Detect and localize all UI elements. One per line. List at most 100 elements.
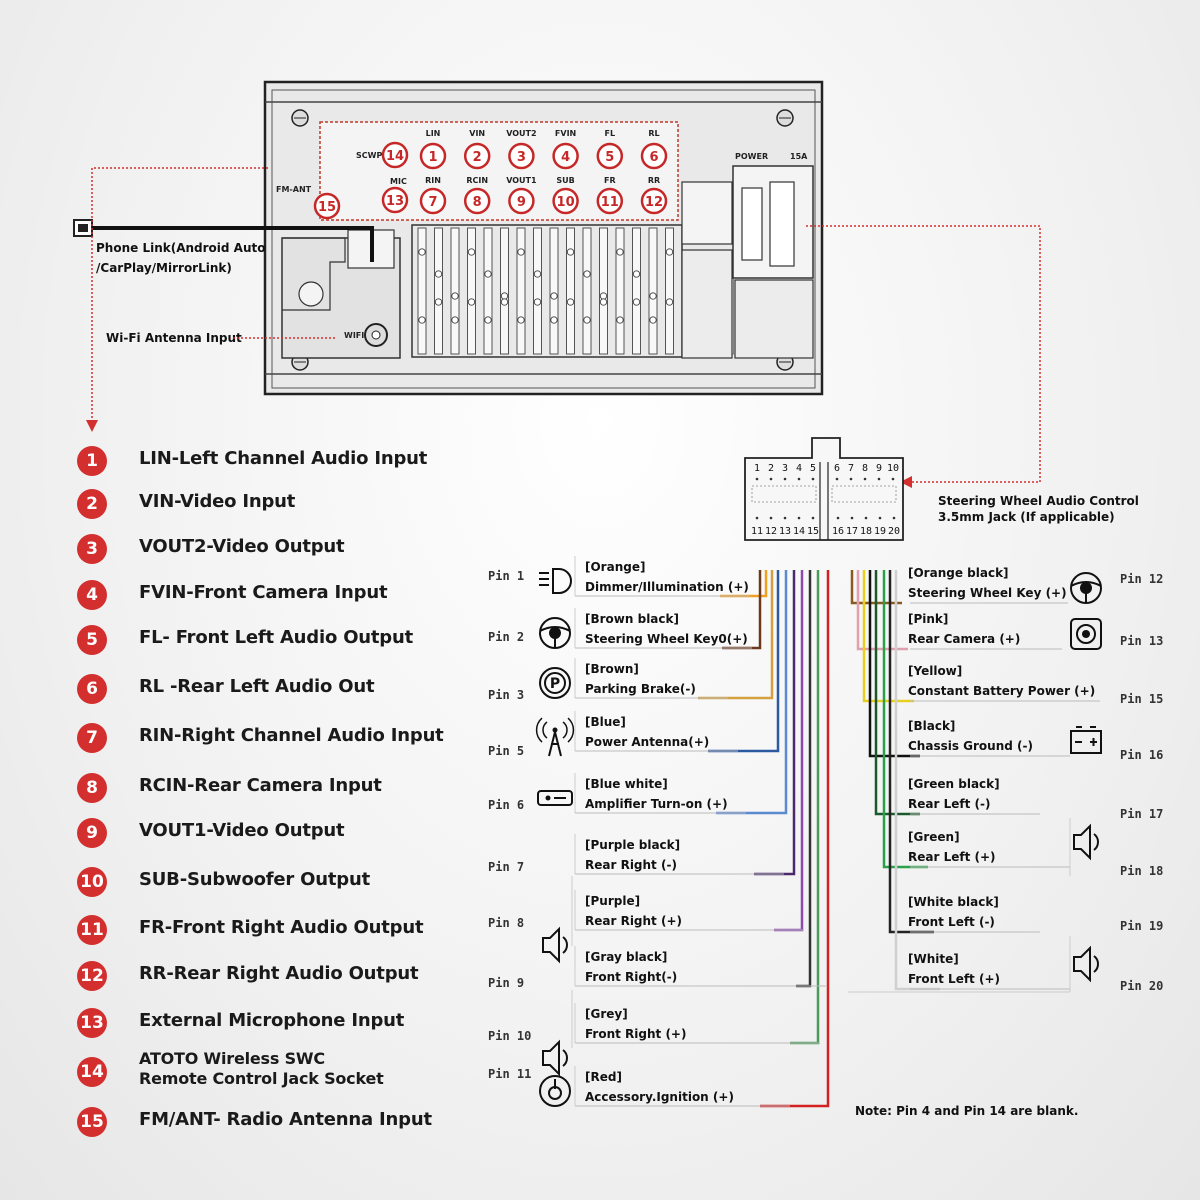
wire-color-name: [Blue white] bbox=[585, 777, 668, 791]
connector-pin-number: 12 bbox=[765, 526, 777, 537]
wire-function: Parking Brake(-) bbox=[585, 682, 696, 696]
port-number: 3 bbox=[517, 150, 526, 165]
port-number: 11 bbox=[601, 195, 619, 210]
legend-number-badge: 13 bbox=[77, 1008, 107, 1038]
wire-function: Rear Right (+) bbox=[585, 914, 682, 928]
port-number: 8 bbox=[473, 195, 482, 210]
pin-number: Pin 12 bbox=[1120, 572, 1163, 586]
port-number: 9 bbox=[517, 195, 526, 210]
camera-icon bbox=[1070, 618, 1102, 650]
wifi-port-label: WIFI bbox=[344, 331, 364, 340]
wire-color-name: [Green] bbox=[908, 830, 960, 844]
connector-pin-number: 9 bbox=[876, 463, 882, 474]
pin-number: Pin 6 bbox=[488, 798, 524, 812]
wire-color-name: [Pink] bbox=[908, 612, 948, 626]
legend-number-badge: 7 bbox=[77, 723, 107, 753]
pin-number: Pin 9 bbox=[488, 976, 524, 990]
connector-pin-number: 15 bbox=[807, 526, 819, 537]
legend-item-text: FM/ANT- Radio Antenna Input bbox=[139, 1109, 432, 1130]
legend-item-text: LIN-Left Channel Audio Input bbox=[139, 448, 428, 469]
port-number: 13 bbox=[386, 194, 404, 209]
wire-function: Constant Battery Power (+) bbox=[908, 684, 1095, 698]
wire-color-name: [Orange black] bbox=[908, 566, 1009, 580]
connector-pin-number: 1 bbox=[754, 463, 760, 474]
wire-color-name: [Black] bbox=[908, 719, 955, 733]
connector-pin-number: 14 bbox=[793, 526, 805, 537]
legend-guide-line bbox=[91, 167, 268, 420]
port-9: 9 bbox=[508, 187, 535, 215]
fm-port-label: FM-ANT bbox=[276, 185, 312, 194]
pin-number: Pin 7 bbox=[488, 860, 524, 874]
steering-wheel-icon bbox=[539, 617, 571, 649]
pin-row-left: Pin 11[Red]Accessory.Ignition (+) bbox=[488, 1066, 790, 1107]
port-13: 13 bbox=[381, 186, 409, 214]
legend-item-text: VIN-Video Input bbox=[139, 491, 296, 512]
pin-number: Pin 19 bbox=[1120, 919, 1163, 933]
legend-number-badge: 15 bbox=[77, 1107, 107, 1137]
connector-pin-number: 20 bbox=[888, 526, 900, 537]
port-6: 6 bbox=[640, 142, 668, 170]
wire-function: Dimmer/Illumination (+) bbox=[585, 580, 749, 594]
legend-number-badge: 2 bbox=[77, 489, 107, 519]
wire-color-name: [White] bbox=[908, 952, 959, 966]
legend-item-text: RCIN-Rear Camera Input bbox=[139, 775, 382, 796]
wire-function: Front Left (-) bbox=[908, 915, 995, 929]
wire-function: Rear Left (-) bbox=[908, 797, 990, 811]
port-12: 12 bbox=[640, 187, 668, 215]
pin-number: Pin 11 bbox=[488, 1067, 531, 1081]
pin-row-left: Pin 7[Purple black]Rear Right (-) bbox=[488, 834, 784, 875]
connector-guide-line bbox=[806, 225, 1041, 483]
pin-number: Pin 5 bbox=[488, 744, 524, 758]
port-number: 1 bbox=[428, 150, 437, 165]
pin-row-left: Pin 1[Orange]Dimmer/Illumination (+) bbox=[488, 556, 750, 597]
connector-pin-number: 17 bbox=[846, 526, 858, 537]
port-label: FL bbox=[605, 129, 616, 138]
wire-color-name: [Green black] bbox=[908, 777, 1000, 791]
arrow-left-icon bbox=[900, 476, 912, 488]
wire-color-name: [Gray black] bbox=[585, 950, 667, 964]
legend-item-text: ATOTO Wireless SWC Remote Control Jack S… bbox=[139, 1049, 384, 1088]
connector-pin-number: 7 bbox=[848, 463, 854, 474]
wire-color-name: [Brown] bbox=[585, 662, 639, 676]
legend-item-text: VOUT2-Video Output bbox=[139, 536, 345, 557]
pin-row-right: Pin 19 [White black] Front Left (-) bbox=[908, 895, 1163, 933]
legend-item-text: RIN-Right Channel Audio Input bbox=[139, 725, 444, 746]
legend-item-text: FR-Front Right Audio Output bbox=[139, 917, 424, 938]
port-label: VOUT2 bbox=[506, 129, 536, 138]
connector-pin-number: 18 bbox=[860, 526, 872, 537]
legend-item-text: FL- Front Left Audio Output bbox=[139, 627, 414, 648]
wire-function: Chassis Ground (-) bbox=[908, 739, 1033, 753]
battery-icon bbox=[1070, 726, 1102, 754]
port-7: 7 bbox=[419, 187, 447, 215]
pin-number: Pin 8 bbox=[488, 916, 524, 930]
pin-row-right: Pin 16[Black]Chassis Ground (-) bbox=[908, 719, 1163, 762]
pin-row-left: Pin 9 [Gray black] Front Right(-) bbox=[488, 946, 826, 990]
fuse-label: 15A bbox=[790, 152, 808, 161]
antenna-icon bbox=[535, 717, 575, 757]
port-label: FR bbox=[604, 176, 616, 185]
wire bbox=[868, 570, 920, 758]
wire-function: Front Right (+) bbox=[585, 1027, 686, 1041]
speaker-icon bbox=[1073, 823, 1099, 861]
wire-function: Front Right(-) bbox=[585, 970, 677, 984]
legend-item-text: FVIN-Front Camera Input bbox=[139, 582, 388, 603]
port-3: 3 bbox=[508, 142, 535, 170]
harness-wires bbox=[698, 570, 940, 1108]
parking-icon: P bbox=[539, 667, 571, 699]
steering-jack-line2: 3.5mm Jack (If applicable) bbox=[938, 510, 1115, 524]
port-5: 5 bbox=[596, 142, 624, 170]
wire-color-name: [Red] bbox=[585, 1070, 622, 1084]
wire-color-name: [Blue] bbox=[585, 715, 626, 729]
swc-port-label: SCWP bbox=[356, 151, 382, 160]
wire-color-name: [Grey] bbox=[585, 1007, 628, 1021]
phone-link-line1: Phone Link(Android Auto bbox=[96, 241, 265, 255]
pin-row-right: Pin 20[White]Front Left (+) bbox=[908, 945, 1163, 993]
port-10: 10 bbox=[552, 187, 579, 215]
wire-color-name: [White black] bbox=[908, 895, 999, 909]
port-number: 10 bbox=[557, 195, 575, 210]
port-number: 15 bbox=[318, 200, 336, 215]
pin-number: Pin 17 bbox=[1120, 807, 1163, 821]
wire-function: Rear Right (-) bbox=[585, 858, 677, 872]
legend-item-text: RL -Rear Left Audio Out bbox=[139, 676, 375, 697]
